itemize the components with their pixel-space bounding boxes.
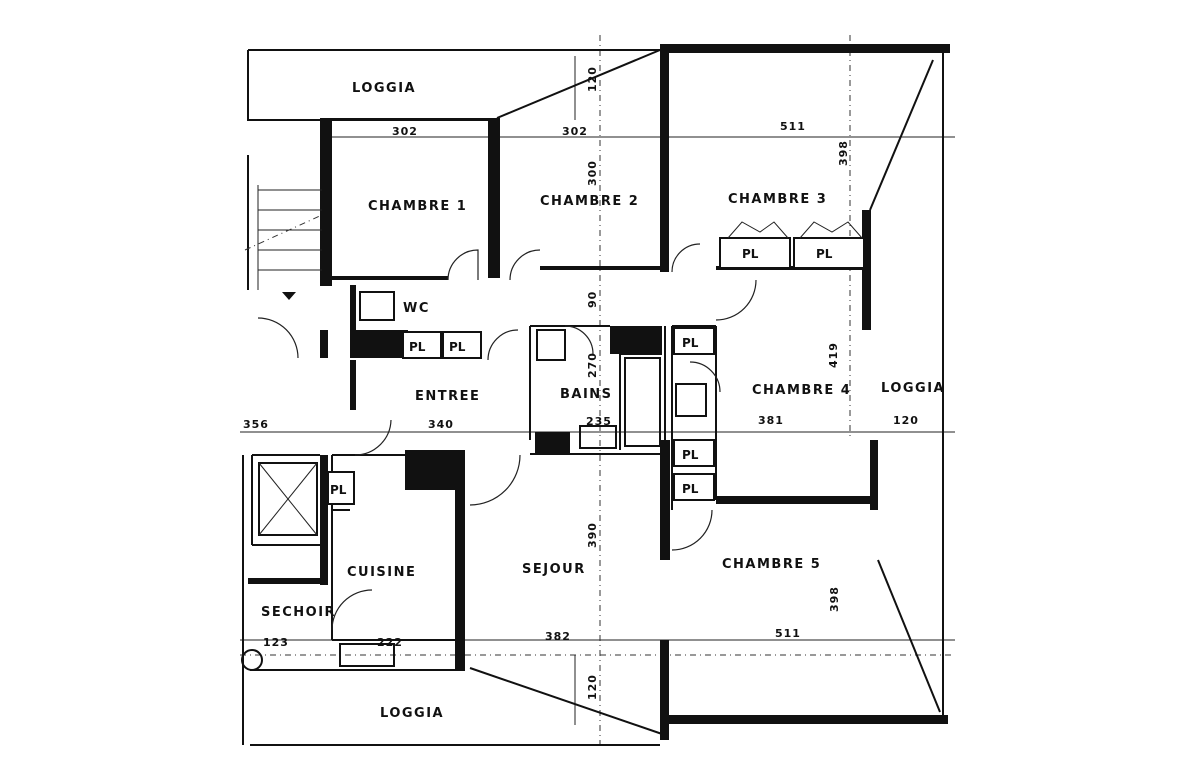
room-chambre-2: CHAMBRE 2	[540, 194, 639, 209]
dim-235: 235	[586, 415, 612, 428]
staircase	[244, 155, 323, 300]
room-sechoir: SECHOIR	[261, 605, 336, 620]
dim-419: 419	[827, 342, 840, 368]
placard-label: PL	[816, 247, 833, 261]
dim-270: 270	[586, 352, 599, 378]
dim-390: 390	[586, 522, 599, 548]
washbasin-fixture	[536, 329, 566, 361]
room-wc: WC	[403, 301, 430, 316]
room-chambre-3: CHAMBRE 3	[728, 192, 827, 207]
room-chambre-5: CHAMBRE 5	[722, 557, 821, 572]
elevator-shaft	[258, 462, 318, 536]
room-cuisine: CUISINE	[347, 565, 416, 580]
room-labels: LOGGIA CHAMBRE 1 CHAMBRE 2 CHAMBRE 3 WC …	[261, 81, 945, 721]
placard-label: PL	[682, 482, 699, 496]
outer-walls	[242, 49, 944, 746]
room-loggia-right: LOGGIA	[881, 381, 945, 396]
dim-511-top: 511	[780, 120, 806, 133]
drain-icon	[241, 649, 263, 671]
dim-120-top: 120	[586, 66, 599, 92]
sink-fixture	[579, 425, 617, 449]
doors	[257, 243, 757, 631]
dim-90: 90	[586, 291, 599, 308]
dim-300: 300	[586, 160, 599, 186]
room-entree: ENTREE	[415, 389, 480, 404]
room-loggia-bottom: LOGGIA	[380, 706, 444, 721]
placard-label: PL	[330, 483, 347, 497]
dim-340: 340	[428, 418, 454, 431]
placard-label: PL	[742, 247, 759, 261]
placard-label: PL	[682, 448, 699, 462]
room-chambre-1: CHAMBRE 1	[368, 199, 467, 214]
kitchen-counter	[339, 643, 395, 667]
dim-120-right: 120	[893, 414, 919, 427]
dim-302-chambre2: 302	[562, 125, 588, 138]
dim-511-bottom: 511	[775, 627, 801, 640]
dim-356: 356	[243, 418, 269, 431]
room-loggia-top: LOGGIA	[352, 81, 416, 96]
room-chambre-4: CHAMBRE 4	[752, 383, 851, 398]
dimension-labels: 302 302 511 120 300 398 90 270 419 356 3…	[243, 66, 919, 700]
placards: PL PL PL PL PL PL PL PL	[327, 221, 865, 505]
dim-382: 382	[545, 630, 571, 643]
dim-398-bottom: 398	[828, 586, 841, 612]
dim-123: 123	[263, 636, 289, 649]
dim-222: 222	[377, 636, 403, 649]
room-bains: BAINS	[560, 387, 613, 402]
fixtures	[241, 291, 707, 671]
dim-381: 381	[758, 414, 784, 427]
placard-label: PL	[449, 340, 466, 354]
placard-label: PL	[682, 336, 699, 350]
room-sejour: SEJOUR	[522, 562, 586, 577]
bathtub-fixture	[624, 357, 661, 447]
placard-label: PL	[409, 340, 426, 354]
dim-120-bottom: 120	[586, 674, 599, 700]
toilet-fixture	[359, 291, 395, 321]
thick-walls	[248, 44, 950, 740]
dim-398-top: 398	[837, 140, 850, 166]
dim-302-chambre1: 302	[392, 125, 418, 138]
shower-fixture	[675, 383, 707, 417]
